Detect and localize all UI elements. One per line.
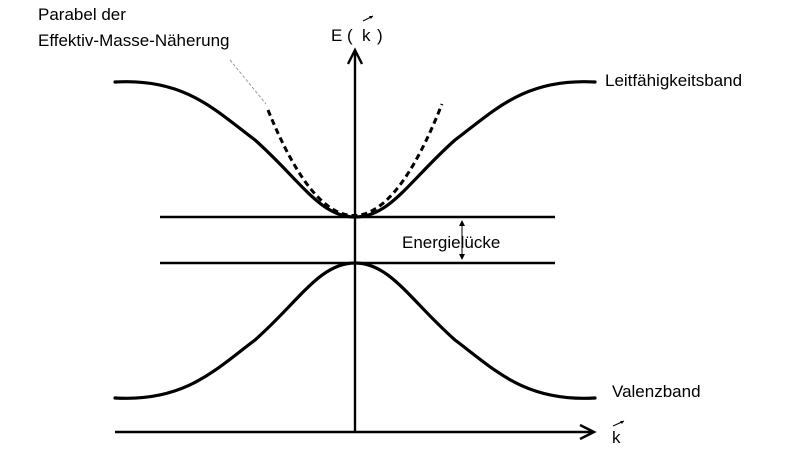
parabola-leader-line (229, 59, 267, 105)
k-axis-vector-arrow (612, 420, 625, 427)
k-axis (115, 423, 597, 441)
effective-mass-parabola (266, 103, 444, 217)
parabola-label-line1: Parabel der (38, 5, 126, 24)
valence-band-label: Valenzband (612, 382, 701, 401)
band-gap-arrow (459, 220, 465, 260)
k-axis-label: k (612, 428, 621, 447)
energy-axis-label: E ( (331, 26, 353, 45)
energy-axis-k-vector-arrow (362, 15, 374, 22)
energy-axis-label-close: ) (377, 26, 383, 45)
band-gap-label: Energielücke (402, 233, 500, 252)
energy-axis-label-k: k (362, 26, 371, 45)
valence-band-curve (113, 261, 597, 400)
parabola-label-line2: Effektiv-Masse-Näherung (38, 31, 230, 50)
energy-axis (346, 47, 364, 432)
conduction-band-label: Leitfähigkeitsband (605, 71, 742, 90)
